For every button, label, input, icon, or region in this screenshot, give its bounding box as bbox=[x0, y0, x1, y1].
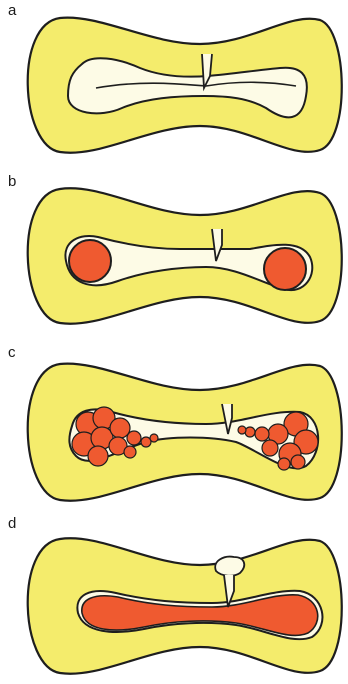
diagram-b bbox=[0, 171, 348, 342]
red-sphere-right bbox=[264, 248, 306, 290]
diagram-a bbox=[0, 0, 348, 171]
diagram-c bbox=[0, 342, 348, 513]
panel-d: d bbox=[0, 513, 348, 684]
panel-c: c bbox=[0, 342, 348, 513]
red-sphere-left bbox=[69, 240, 111, 282]
panel-b: b bbox=[0, 171, 348, 342]
bleb bbox=[215, 557, 244, 576]
diagram-d bbox=[0, 513, 348, 684]
panel-a: a bbox=[0, 0, 348, 171]
